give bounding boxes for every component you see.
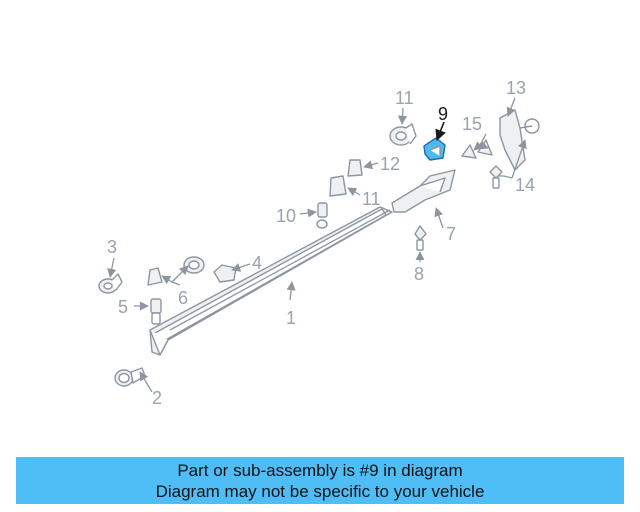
callout-3: 3 <box>107 237 117 257</box>
grommet-part-3 <box>98 273 123 294</box>
rear-bracket-part <box>499 109 540 171</box>
clip-part-4 <box>213 264 237 283</box>
clip-part-5 <box>150 298 162 325</box>
clip-part-9-highlighted <box>423 137 446 161</box>
rocker-moulding-part <box>149 206 393 356</box>
clip-part-12 <box>347 159 363 177</box>
callout-9-highlighted: 9 <box>438 104 448 124</box>
banner-line-2: Diagram may not be specific to your vehi… <box>155 481 485 501</box>
callout-11-lower: 11 <box>362 189 381 209</box>
parts-diagram: 1 2 3 4 5 6 7 8 9 10 11 12 11 13 14 15 <box>98 78 540 408</box>
clip-part-15 <box>461 139 493 159</box>
callout-4: 4 <box>252 253 262 273</box>
leader-lines <box>107 97 527 393</box>
screw-part-8 <box>414 225 427 251</box>
callout-8: 8 <box>414 264 424 284</box>
pin-part-10 <box>316 202 328 229</box>
callout-11-upper: 11 <box>395 88 414 108</box>
info-banner: Part or sub-assembly is #9 in diagram Di… <box>16 457 624 504</box>
screw-part-14 <box>489 165 503 189</box>
callout-6: 6 <box>178 288 188 308</box>
callout-14: 14 <box>515 175 535 195</box>
banner-line-1: Part or sub-assembly is #9 in diagram <box>177 460 463 480</box>
callout-13: 13 <box>506 78 526 98</box>
callout-1: 1 <box>286 308 296 328</box>
clip-part-6 <box>147 256 205 286</box>
bolt-part-2 <box>114 367 146 387</box>
grommet-part-11-upper <box>389 123 417 146</box>
callout-15: 15 <box>462 114 482 134</box>
callout-7: 7 <box>446 224 456 244</box>
callout-5: 5 <box>118 297 128 317</box>
callout-10: 10 <box>276 206 296 226</box>
callout-12: 12 <box>380 154 400 174</box>
front-bracket-part <box>391 169 456 213</box>
callout-2: 2 <box>152 388 162 408</box>
clip-part-11-lower <box>329 175 347 197</box>
